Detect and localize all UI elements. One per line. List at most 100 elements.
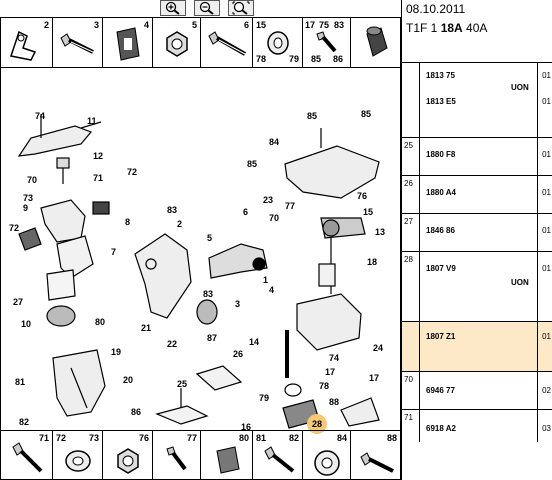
callout-label[interactable]: 73 <box>23 193 34 203</box>
hardware-cell[interactable]: 2 <box>1 18 53 67</box>
washer-icon <box>267 31 289 55</box>
callout-label[interactable]: 70 <box>27 175 38 185</box>
callout-label[interactable]: 72 <box>127 167 138 177</box>
part-quantity: 03 <box>542 424 551 433</box>
callout-label[interactable]: 74 <box>35 111 46 121</box>
hardware-cell-number: 2 <box>43 20 49 30</box>
callout-label[interactable]: 6 <box>243 207 249 217</box>
callout-label[interactable]: 20 <box>123 375 134 385</box>
callout-label[interactable]: 23 <box>263 195 274 205</box>
callout-label[interactable]: 88 <box>329 397 340 407</box>
callout-label[interactable]: 4 <box>269 285 275 295</box>
callout-label[interactable]: 80 <box>95 317 106 327</box>
callout-label[interactable]: 83 <box>203 289 214 299</box>
callout-label[interactable]: 25 <box>177 379 188 389</box>
hardware-cell-number: 17 <box>305 20 316 30</box>
callout-label[interactable]: 84 <box>269 137 280 147</box>
zoom-out-button[interactable] <box>194 0 220 16</box>
part-reference: 1880 A4 <box>426 188 456 197</box>
callout-label[interactable]: 18 <box>367 257 378 267</box>
table-row[interactable]: 25 1880 F8 01 <box>402 137 552 175</box>
callout-label[interactable]: 21 <box>141 323 152 333</box>
callout-label[interactable]: 71 <box>93 173 104 183</box>
callout-label[interactable]: 1 <box>263 275 269 285</box>
callout-label[interactable]: 8 <box>125 217 131 227</box>
exploded-view-diagram[interactable]: 74 11 12 70 71 72 73 9 8 7 72 27 10 80 8… <box>1 68 400 434</box>
callout-label[interactable]: 27 <box>13 297 24 307</box>
table-row[interactable]: 1813 75 01 UON 1813 E5 01 <box>402 62 552 137</box>
callout-label[interactable]: 87 <box>207 333 218 343</box>
callout-label[interactable]: 15 <box>363 207 374 217</box>
hardware-cell[interactable]: 4 <box>103 18 153 67</box>
callout-label[interactable]: 77 <box>285 201 296 211</box>
table-row[interactable]: 71 6918 A2 03 <box>402 409 552 442</box>
bolt-icon <box>12 442 43 473</box>
cable-clip-icon <box>10 30 37 61</box>
hardware-cell[interactable]: 72 73 <box>53 431 103 479</box>
callout-label[interactable]: 9 <box>23 203 29 213</box>
callout-label[interactable]: 83 <box>167 205 178 215</box>
callout-label[interactable]: 70 <box>269 213 280 223</box>
callout-label[interactable]: 86 <box>131 407 142 417</box>
callout-label[interactable]: 7 <box>111 247 117 257</box>
hardware-cell-number: 84 <box>336 433 347 443</box>
part-quantity: 01 <box>542 97 551 106</box>
hardware-cell[interactable]: 5 <box>153 18 201 67</box>
table-row[interactable]: 70 6946 77 02 <box>402 371 552 409</box>
callout-label[interactable]: 22 <box>167 339 178 349</box>
hardware-cell-number: 5 <box>191 20 197 30</box>
callout-label[interactable]: 16 <box>241 422 252 432</box>
zoom-in-button[interactable] <box>160 0 186 16</box>
callout-label[interactable]: 12 <box>93 151 104 161</box>
callout-label[interactable]: 85 <box>361 109 372 119</box>
selected-callout-badge[interactable]: 28 <box>307 414 327 434</box>
callout-label[interactable]: 17 <box>325 367 336 377</box>
table-row-selected[interactable]: 1807 Z1 01 <box>402 321 552 371</box>
position-cell: 70 <box>402 372 420 409</box>
hardware-cell[interactable]: 6 <box>201 18 253 67</box>
hardware-cell[interactable] <box>351 18 400 67</box>
hardware-cell[interactable]: 84 <box>303 431 351 479</box>
table-row[interactable]: 26 1880 A4 01 <box>402 175 552 213</box>
callout-label[interactable]: 24 <box>373 343 384 353</box>
callout-label[interactable]: 26 <box>233 349 244 359</box>
callout-label[interactable]: 13 <box>375 227 386 237</box>
callout-label[interactable]: 10 <box>21 319 32 329</box>
hardware-cell[interactable]: 77 <box>153 431 201 479</box>
callout-label[interactable]: 2 <box>177 219 183 229</box>
callout-label[interactable]: 3 <box>235 299 241 309</box>
quantity-cell <box>537 322 552 371</box>
hardware-cell[interactable]: 76 <box>103 431 153 479</box>
callout-label[interactable]: 85 <box>307 111 318 121</box>
magnifier-fit-icon <box>232 1 250 15</box>
zoom-toolbar <box>160 0 254 18</box>
callout-label[interactable]: 79 <box>259 393 270 403</box>
callout-label[interactable]: 78 <box>319 381 330 391</box>
hardware-cell[interactable]: 17 75 83 85 86 <box>303 18 351 67</box>
hardware-cell[interactable]: 3 <box>53 18 103 67</box>
exploded-view-drawing <box>17 114 380 429</box>
zoom-fit-button[interactable] <box>228 0 254 16</box>
bushing-icon <box>216 446 240 474</box>
callout-label[interactable]: 82 <box>19 417 30 427</box>
callout-label[interactable]: 17 <box>369 373 380 383</box>
callout-label[interactable]: 5 <box>207 233 213 243</box>
hardware-cell[interactable]: 81 82 <box>253 431 303 479</box>
hardware-cell[interactable]: 15 78 79 <box>253 18 303 67</box>
callout-label[interactable]: 76 <box>357 191 368 201</box>
callout-label[interactable]: 74 <box>329 353 340 363</box>
callout-label[interactable]: 85 <box>247 159 258 169</box>
callout-label[interactable]: 19 <box>111 347 122 357</box>
position-number: 27 <box>404 217 413 226</box>
hardware-cell[interactable]: 71 <box>1 431 53 479</box>
model-code: T1F 1 18A 40A <box>406 21 487 35</box>
model-code-prefix: T1F 1 <box>406 21 441 35</box>
callout-label[interactable]: 14 <box>249 337 260 347</box>
hardware-cell[interactable]: 80 <box>201 431 253 479</box>
callout-label[interactable]: 72 <box>9 223 20 233</box>
callout-label[interactable]: 81 <box>15 377 26 387</box>
table-row[interactable]: 27 1846 86 01 <box>402 213 552 251</box>
callout-label[interactable]: 11 <box>87 116 97 126</box>
table-row[interactable]: 28 1807 V9 01 UON <box>402 251 552 321</box>
hardware-cell[interactable]: 88 <box>351 431 400 479</box>
